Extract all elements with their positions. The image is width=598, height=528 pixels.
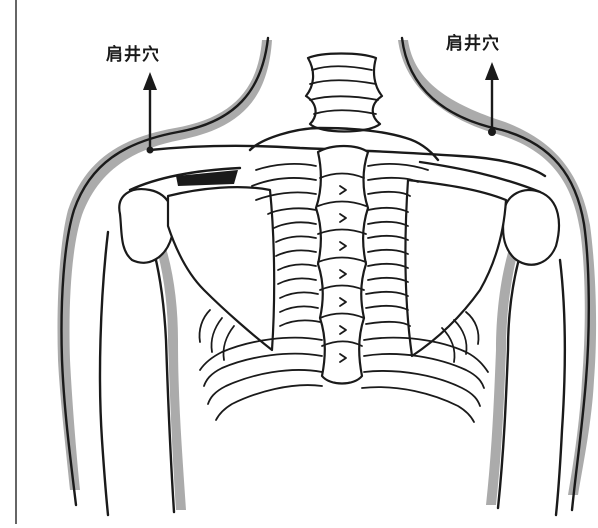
acupoint-dot-icon [488, 128, 496, 136]
up-arrow-icon [143, 72, 157, 90]
acupoint-label-right: 肩井穴 [446, 29, 500, 54]
acupoint-dot-icon [147, 147, 154, 154]
thoracic-spine [316, 146, 368, 384]
up-arrow-icon [485, 62, 499, 80]
acupoint-label-left: 肩井穴 [106, 40, 160, 65]
cervical-spine [306, 54, 382, 132]
